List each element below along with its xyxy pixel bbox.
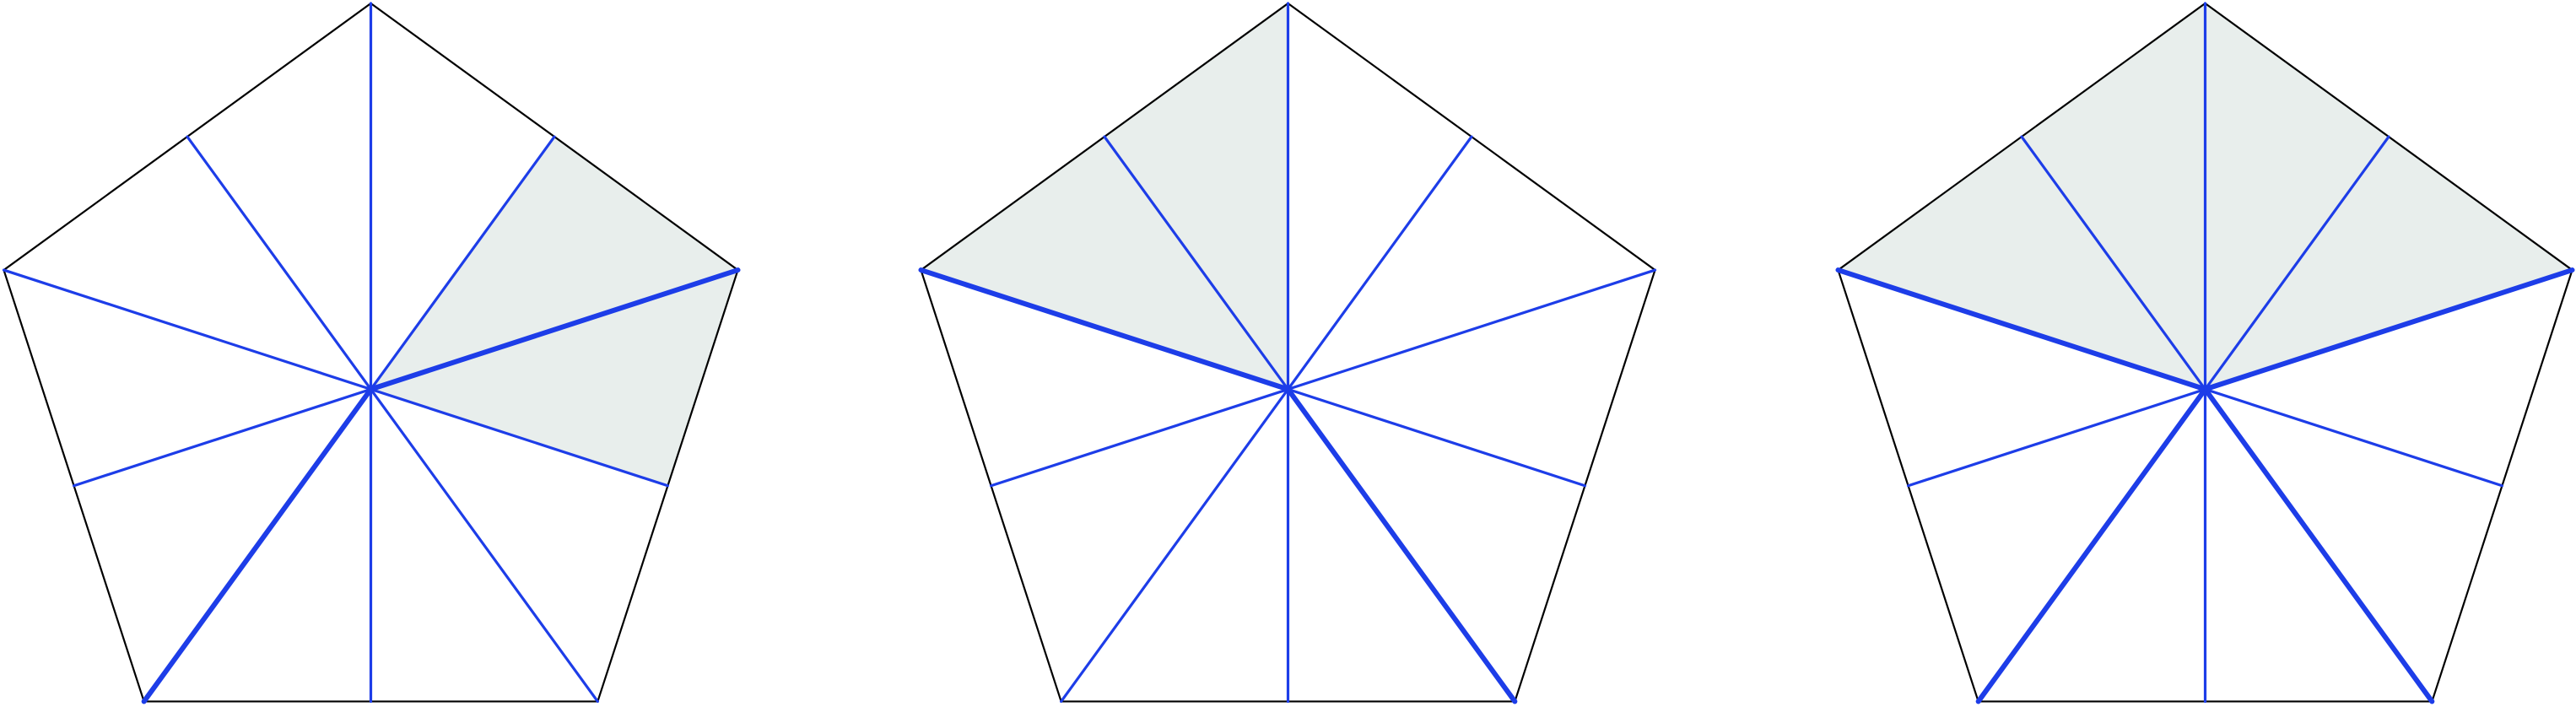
spoke-line bbox=[2020, 135, 2207, 391]
spoke-line bbox=[1286, 387, 1587, 488]
spoke-line bbox=[1286, 268, 1657, 391]
spoke-line-bold bbox=[2202, 386, 2435, 704]
spoke-line bbox=[369, 387, 599, 704]
spoke-line-bold bbox=[141, 386, 374, 704]
spoke-line bbox=[1103, 135, 1290, 391]
spoke-line-bold bbox=[1835, 267, 2208, 392]
shaded-sector bbox=[921, 137, 1288, 390]
spoke-line bbox=[2203, 387, 2504, 488]
pentagon-figure-2 bbox=[918, 2, 1657, 704]
spoke-line bbox=[1286, 135, 1473, 391]
spoke-line-bold bbox=[1285, 386, 1518, 704]
spoke-line bbox=[72, 387, 373, 488]
spoke-line bbox=[369, 135, 556, 391]
spoke-line bbox=[186, 135, 373, 391]
shaded-sector bbox=[1104, 3, 1288, 390]
spoke-line bbox=[369, 387, 670, 488]
spoke-line bbox=[1906, 387, 2207, 488]
shaded-sector bbox=[370, 270, 738, 486]
shaded-sector bbox=[2205, 137, 2573, 390]
shaded-sector bbox=[2205, 3, 2390, 390]
shaded-sector bbox=[1838, 137, 2206, 390]
pentagon-figure-1 bbox=[2, 2, 741, 704]
spoke-line-bold bbox=[1975, 386, 2208, 704]
spoke-line-bold bbox=[368, 267, 741, 392]
spoke-line bbox=[2, 268, 373, 391]
spoke-line bbox=[2203, 135, 2390, 391]
spoke-line-bold bbox=[918, 267, 1291, 392]
pentagon-figure-3 bbox=[1835, 2, 2575, 704]
shaded-sector bbox=[370, 137, 738, 390]
spoke-line-bold bbox=[2202, 267, 2575, 392]
spoke-line bbox=[989, 387, 1290, 488]
shaded-sector bbox=[2021, 3, 2206, 390]
spoke-line bbox=[1060, 387, 1290, 704]
